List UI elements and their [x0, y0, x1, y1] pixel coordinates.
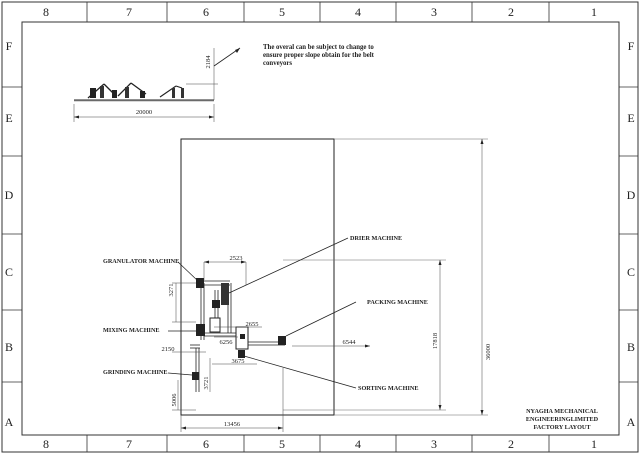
grinding-machine-block	[192, 372, 199, 380]
zone-row-left: B	[5, 340, 13, 354]
zone-col-bottom: 2	[508, 437, 514, 451]
zone-col-top: 8	[43, 5, 49, 19]
granulator-machine-label: GRANULATOR MACHINE	[103, 258, 179, 265]
zone-col-top: 7	[126, 5, 132, 19]
note-line-3: conveyors	[263, 60, 292, 67]
zone-col-top: 5	[279, 5, 285, 19]
packing-machine-block	[278, 336, 286, 345]
zone-row-right: F	[628, 39, 635, 53]
zone-row-left: F	[6, 39, 13, 53]
mixing-machine-label: MIXING MACHINE	[103, 327, 160, 334]
mixing-machine-block	[196, 324, 205, 336]
dim-3675: 3675	[232, 358, 245, 365]
zone-row-right: C	[627, 265, 635, 279]
zone-col-top: 4	[355, 5, 361, 19]
dim-2655: 2655	[246, 321, 259, 328]
title-block-line-2: ENGINEERINGLIMITED	[526, 416, 599, 423]
packing-machine-label: PACKING MACHINE	[367, 299, 428, 306]
elevation-view	[73, 47, 241, 122]
dim-6256: 6256	[220, 339, 234, 346]
zone-row-left: D	[5, 188, 14, 202]
dim-2150: 2150	[162, 346, 175, 353]
zone-col-top: 2	[508, 5, 514, 19]
zone-col-bottom: 8	[43, 437, 49, 451]
zone-row-left: C	[5, 265, 13, 279]
zone-col-bottom: 6	[203, 437, 209, 451]
zone-col-bottom: 7	[126, 437, 132, 451]
sorting-machine-block	[238, 350, 245, 358]
dim-5006: 5006	[171, 393, 178, 407]
zone-col-bottom: 5	[279, 437, 285, 451]
drier-machine-label: DRIER MACHINE	[350, 235, 402, 242]
dim-3721: 3721	[203, 377, 210, 390]
zone-row-right: E	[627, 111, 634, 125]
drier-machine-block	[221, 283, 229, 305]
zone-col-top: 3	[431, 5, 437, 19]
title-block-line-3: FACTORY LAYOUT	[533, 424, 591, 431]
building-outline	[180, 138, 335, 416]
dim-3271: 3271	[168, 284, 175, 297]
elevation-height-dim: 2184	[205, 55, 212, 69]
sorting-machine-label: SORTING MACHINE	[358, 385, 418, 392]
zone-row-right: D	[627, 188, 636, 202]
grinding-machine-label: GRINDING MACHINE	[103, 369, 167, 376]
zone-row-left: E	[5, 111, 12, 125]
zone-col-bottom: 4	[355, 437, 361, 451]
zone-row-left: A	[5, 415, 14, 429]
note-line-2: ensure proper slope obtain for the belt	[263, 52, 375, 59]
granulator-machine-block	[196, 278, 204, 288]
dim-2523: 2523	[230, 255, 243, 262]
width-dim: 13456	[224, 421, 241, 428]
elevation-length-dim: 20000	[136, 109, 152, 116]
zone-col-top: 6	[203, 5, 209, 19]
inner-border	[21, 21, 620, 436]
building-length-dim: 36000	[485, 344, 492, 360]
dim-6544: 6544	[343, 339, 357, 346]
zone-col-top: 1	[591, 5, 597, 19]
title-block-line-1: NYAGHA MECHANICAL	[526, 408, 598, 415]
line-span-dim: 17818	[432, 333, 439, 349]
zone-row-right: B	[627, 340, 635, 354]
zone-row-right: A	[627, 415, 636, 429]
plan-view	[167, 138, 488, 432]
zone-col-bottom: 1	[591, 437, 597, 451]
zone-col-bottom: 3	[431, 437, 437, 451]
note-line-1: The overal can be subject to change to	[263, 44, 374, 51]
